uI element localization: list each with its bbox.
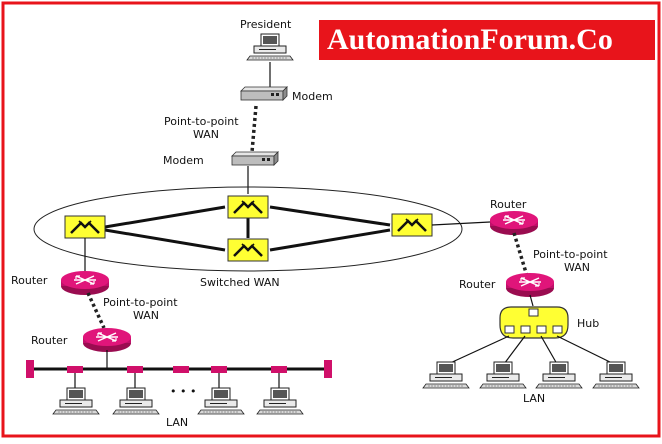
wan-switch-bottom [226,237,270,263]
p2p-left-label-line2: WAN [133,309,159,322]
lan-left-computer-3 [197,387,245,415]
switched-wan-links [104,205,391,252]
hub-links [447,335,615,365]
lan-right-computer-1 [422,361,470,389]
lan-left-computer-2 [112,387,160,415]
bus-drops [74,373,280,390]
wan-switch-top [226,194,270,220]
p2p-left-label-line1: Point-to-point [103,296,178,309]
switched-wan-boundary [33,186,463,272]
router-left-lower [82,327,132,353]
president-label: President [240,18,292,31]
p2p-top-label-line2: WAN [193,128,219,141]
switch-router-right-link [431,221,491,226]
lan-right-computer-2 [479,361,527,389]
lan-right-label: LAN [523,392,545,405]
hub [499,306,569,339]
modem-mid [231,151,279,166]
lan-left-label: LAN [166,416,188,429]
router-left-lower-label: Router [31,334,68,347]
bus-taps [67,366,287,373]
router-right-upper [489,210,539,236]
p2p-top-link [250,105,258,153]
lan-left-computer-4 [256,387,304,415]
president-computer [246,33,294,61]
watermark-banner: AutomationForum.Co [319,20,655,60]
lan-right-computer-3 [535,361,583,389]
wan-switch-right [390,212,434,238]
modem-top [240,86,288,101]
router-left-upper-label: Router [11,274,48,287]
wan-switch-left [63,214,107,240]
router-right-lower-label: Router [459,278,496,291]
router-right-lower [505,272,555,298]
p2p-right-link [512,232,529,277]
p2p-left-link [86,292,106,329]
lan-left-computer-1 [52,387,100,415]
p2p-top-label-line1: Point-to-point [164,115,239,128]
modem-top-label: Modem [292,90,333,103]
switched-wan-label: Switched WAN [200,276,280,289]
bus-terminator-right [324,360,332,378]
hub-label: Hub [577,317,599,330]
router-left-upper [60,270,110,296]
p2p-right-label-line1: Point-to-point [533,248,608,261]
lan-right-computer-4 [592,361,640,389]
lan-left-ellipsis: • • • [170,385,196,398]
modem-mid-label: Modem [163,154,204,167]
bus-terminator-left [26,360,34,378]
p2p-right-label-line2: WAN [564,261,590,274]
router-right-upper-label: Router [490,198,527,211]
router-hub-link [529,294,534,307]
